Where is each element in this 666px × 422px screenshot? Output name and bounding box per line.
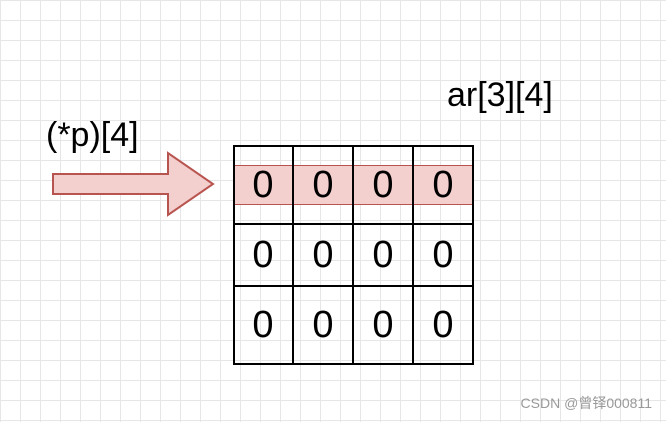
grid-line xyxy=(352,145,354,365)
array-cell: 0 xyxy=(432,304,454,346)
grid-line xyxy=(233,145,474,147)
array-cell: 0 xyxy=(312,304,334,346)
array-cell: 0 xyxy=(252,234,274,276)
pointer-arrow xyxy=(52,151,215,217)
grid-line xyxy=(412,145,414,365)
array-cell: 0 xyxy=(432,234,454,276)
grid-line xyxy=(233,145,235,365)
array-cell: 0 xyxy=(372,234,394,276)
array-cell: 0 xyxy=(432,164,454,206)
grid-line xyxy=(233,363,474,365)
grid-line xyxy=(472,145,474,365)
pointer-label: (*p)[4] xyxy=(46,116,139,154)
array-cell: 0 xyxy=(252,304,274,346)
grid-line xyxy=(233,223,474,225)
array-cell: 0 xyxy=(372,164,394,206)
array-cell: 0 xyxy=(372,304,394,346)
array-cell: 0 xyxy=(312,164,334,206)
array-cell: 0 xyxy=(252,164,274,206)
array-row: 0 0 0 0 xyxy=(233,165,474,205)
grid-line xyxy=(292,145,294,365)
array-cell: 0 xyxy=(312,234,334,276)
array-label: ar[3][4] xyxy=(447,76,553,114)
array-grid: 0 0 0 0 0 0 0 0 0 0 0 0 xyxy=(233,145,474,365)
watermark: CSDN @曾铎000811 xyxy=(520,395,652,411)
array-row: 0 0 0 0 xyxy=(233,287,474,363)
array-row: 0 0 0 0 xyxy=(233,225,474,285)
grid-line xyxy=(233,285,474,287)
